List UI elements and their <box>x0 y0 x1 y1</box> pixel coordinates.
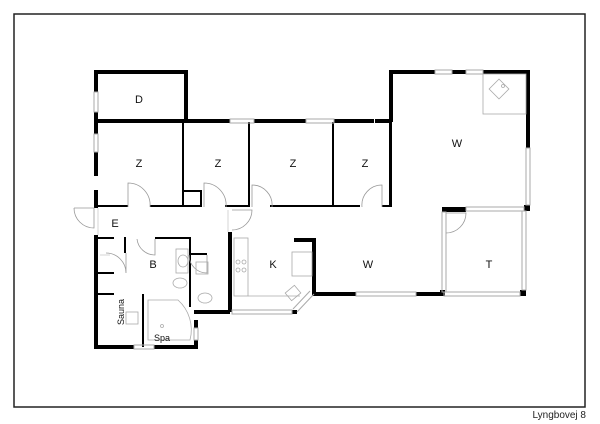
room-label-k: K <box>269 259 277 271</box>
room-label-spa: Spa <box>154 333 170 343</box>
doors <box>73 182 467 274</box>
room-label-sauna: Sauna <box>116 299 126 325</box>
room-label-z4: Z <box>362 158 369 170</box>
room-label-w2: W <box>363 259 374 271</box>
room-label-w1: W <box>452 138 463 150</box>
room-label-d: D <box>135 94 143 106</box>
address-caption: Lyngbovej 8 <box>532 410 586 421</box>
windows <box>93 69 531 350</box>
exterior-walls <box>94 70 530 349</box>
room-label-z2: Z <box>215 158 222 170</box>
room-label-b: B <box>149 259 156 271</box>
room-labels: D Z Z Z Z W E B K W T Spa Sauna <box>111 94 492 343</box>
room-label-e: E <box>111 218 118 230</box>
drawing-frame <box>13 13 586 408</box>
room-label-z1: Z <box>136 158 143 170</box>
fixtures <box>100 73 527 341</box>
room-label-z3: Z <box>290 158 297 170</box>
interior-walls <box>98 122 392 347</box>
room-label-t: T <box>486 259 493 271</box>
